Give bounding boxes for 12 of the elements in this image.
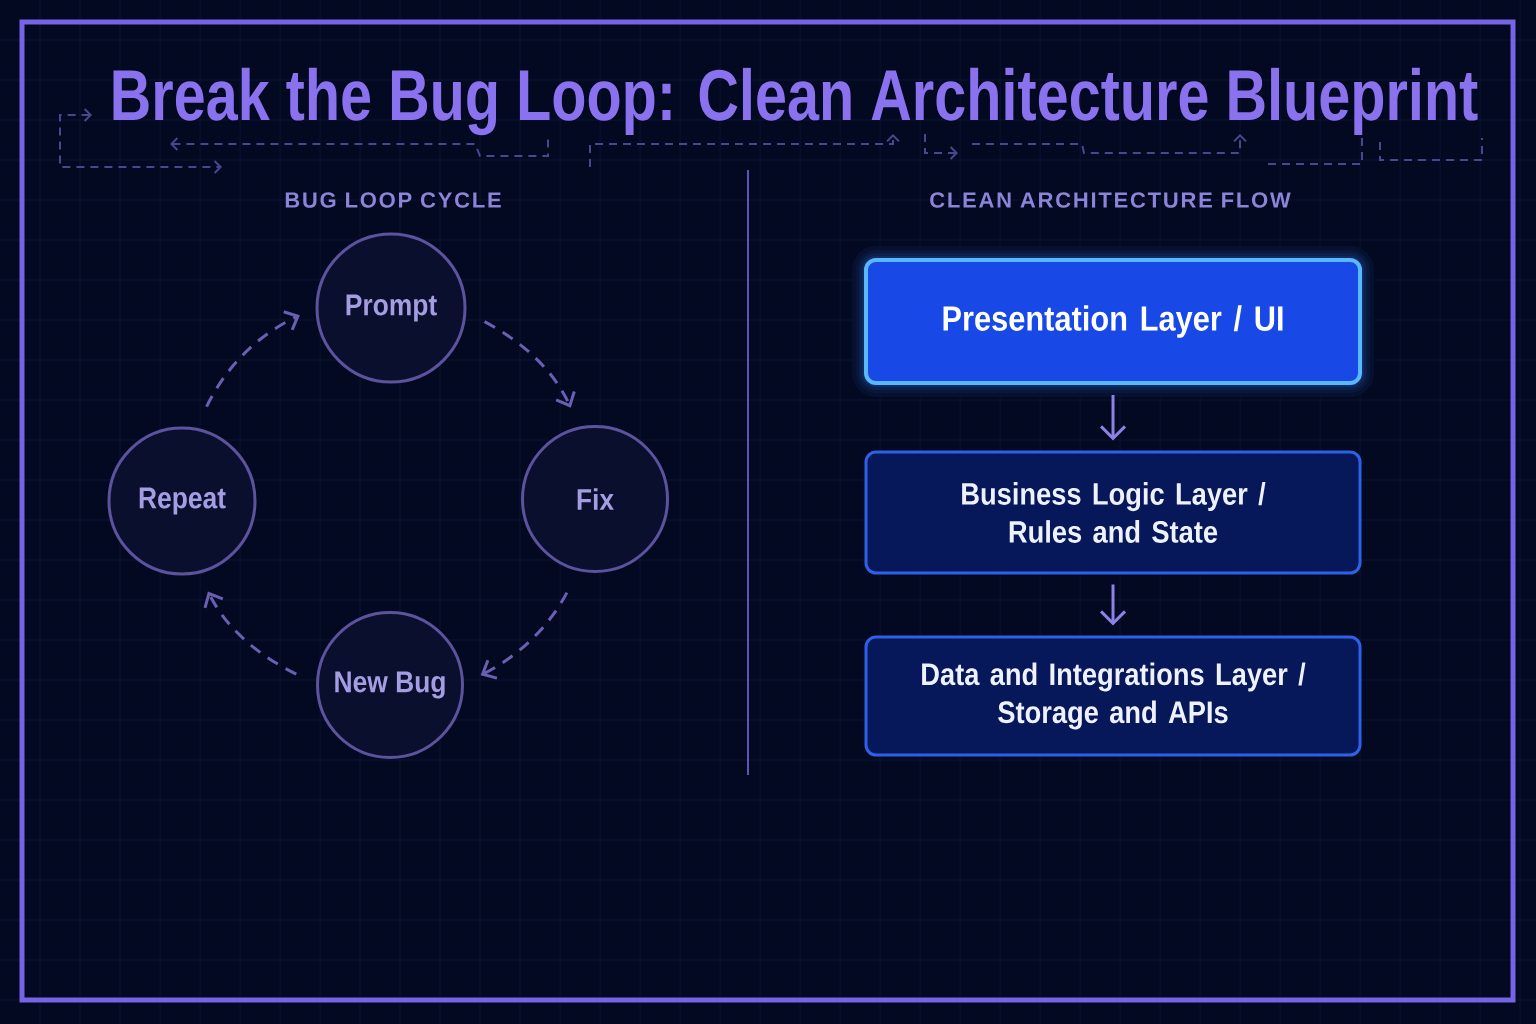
section-heading: CLEAN ARCHITECTURE FLOW bbox=[930, 192, 1291, 208]
section-heading: BUG LOOP CYCLE bbox=[285, 192, 501, 208]
curved-arrow bbox=[203, 591, 297, 676]
layer-box: Data and Integrations Layer / Storage and APIs bbox=[864, 635, 1362, 757]
curved-arrow bbox=[480, 591, 569, 680]
title: Break the Bug Loop: Clean Architecture Blueprint bbox=[113, 67, 1478, 136]
curved-arrow bbox=[483, 320, 576, 408]
layer-box: Business Logic Layer / Rules and State bbox=[864, 450, 1362, 575]
layer-box: Presentation Layer / UI bbox=[852, 246, 1374, 397]
arrow bbox=[1099, 584, 1127, 626]
arrow bbox=[1099, 395, 1127, 441]
curved-arrow bbox=[205, 310, 300, 408]
